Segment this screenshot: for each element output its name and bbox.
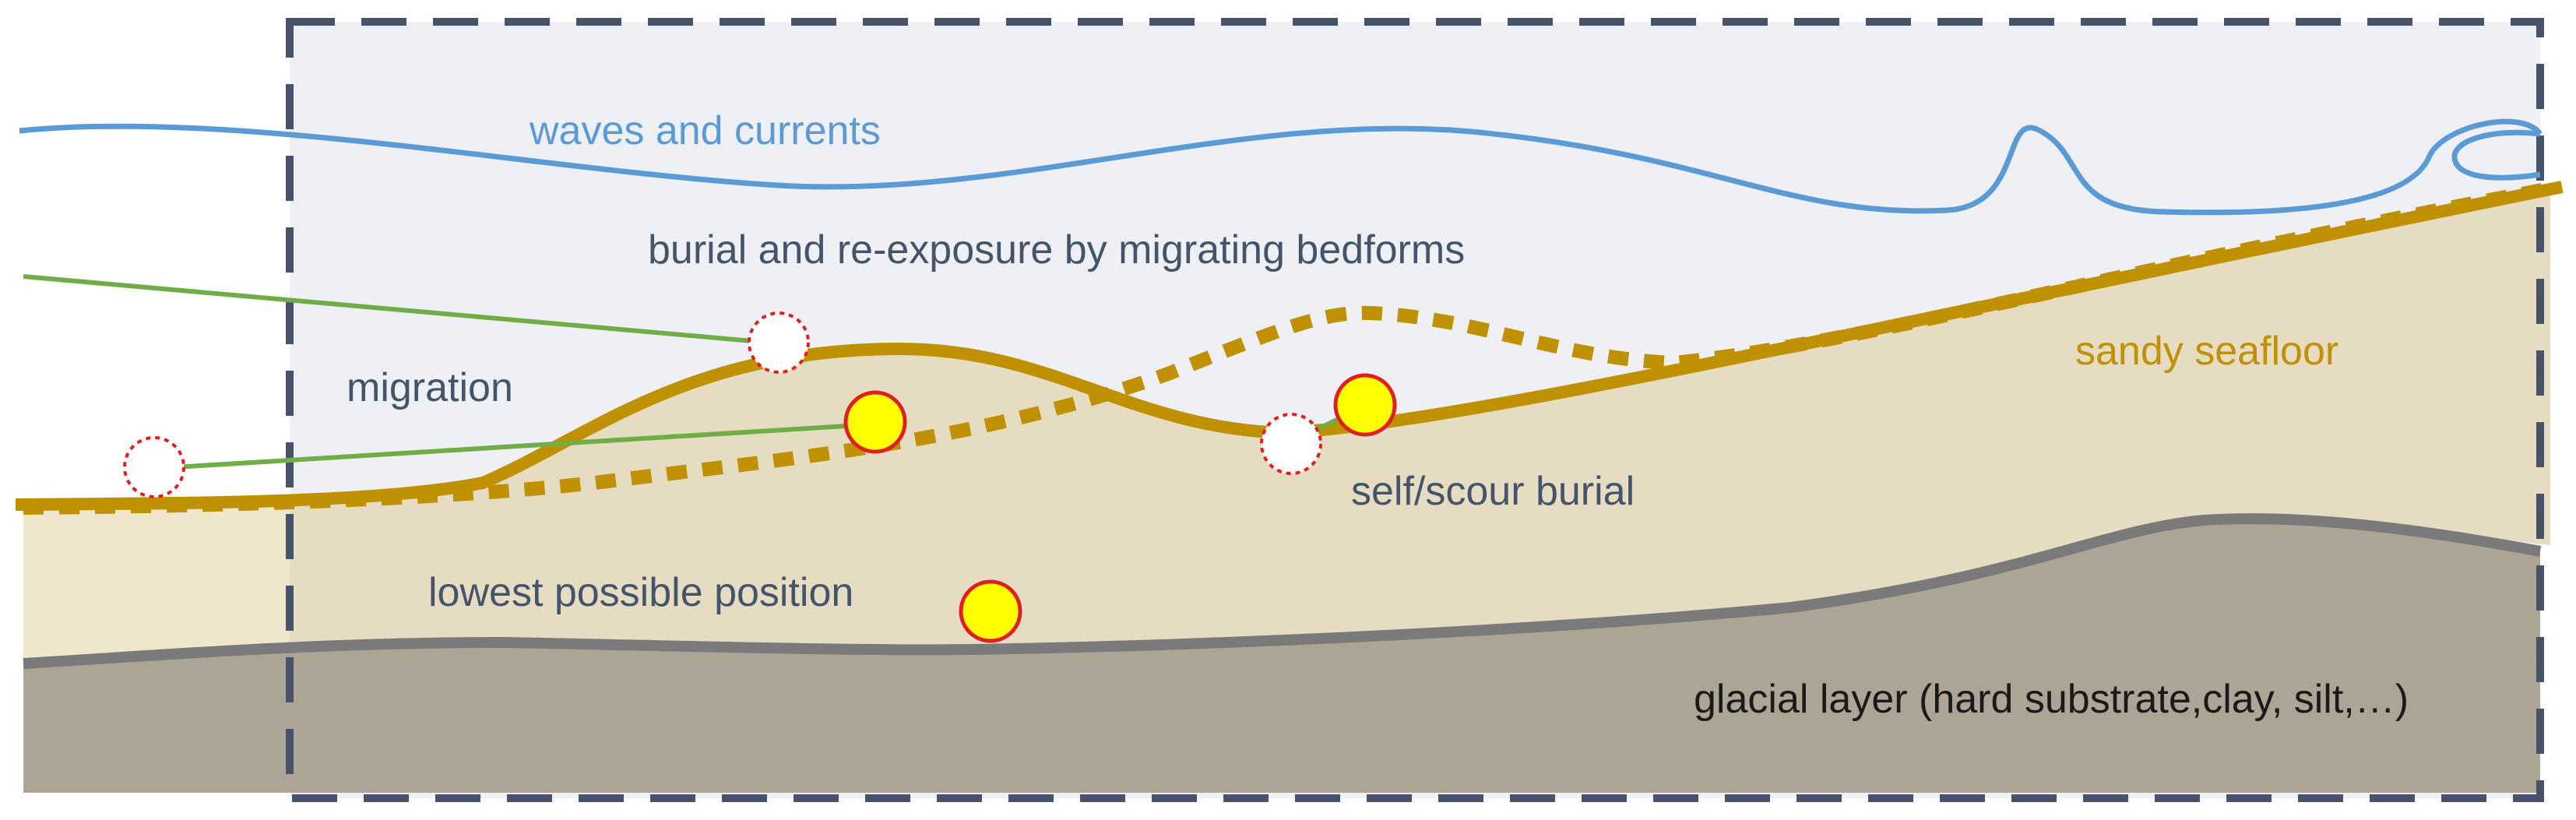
glacial-label: glacial layer (hard substrate,clay, silt… bbox=[1694, 677, 2409, 722]
current-seafloor-line bbox=[15, 181, 2564, 511]
object-lowest-position bbox=[959, 579, 1022, 643]
self-scour-label: self/scour burial bbox=[1351, 469, 1635, 514]
migration-label: migration bbox=[347, 365, 513, 410]
object-on-bedform bbox=[843, 390, 907, 454]
object-former-top bbox=[748, 311, 810, 374]
arrow-to-former-top bbox=[23, 274, 783, 354]
object-in-trough bbox=[1333, 373, 1397, 437]
sand-outside-frame bbox=[23, 503, 290, 659]
arrow-migration-left bbox=[145, 422, 873, 480]
wave-curl bbox=[2451, 129, 2541, 181]
sandy-seafloor-label: sandy seafloor bbox=[2075, 329, 2338, 374]
glacial-boundary-line bbox=[23, 513, 2542, 669]
object-scour-position bbox=[1260, 413, 1322, 475]
glacial-layer bbox=[23, 519, 2540, 793]
object-migrated-left bbox=[123, 436, 185, 498]
lowest-position-label: lowest possible position bbox=[428, 570, 853, 615]
waves-line bbox=[19, 118, 2543, 216]
frame-border bbox=[286, 18, 2544, 802]
burial-label: burial and re-exposure by migrating bedf… bbox=[648, 227, 1465, 273]
waves-label: waves and currents bbox=[529, 108, 881, 153]
